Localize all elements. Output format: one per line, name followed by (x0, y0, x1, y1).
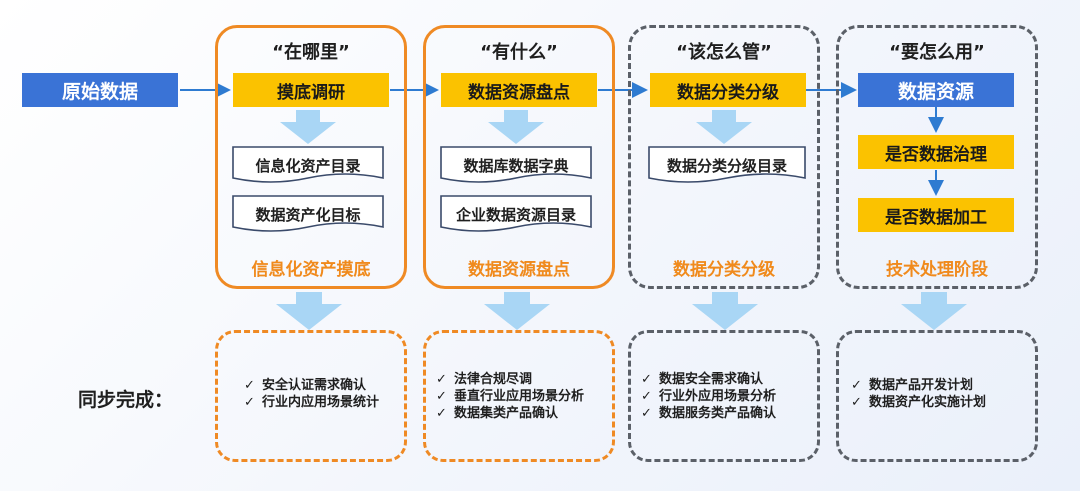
outcome-3-2: ✓行业外应用场景分析 (641, 389, 777, 404)
doc-1-2-label: 数据资产化目标 (255, 205, 361, 224)
check-icon: ✓ (641, 406, 652, 421)
outcome-frame-1: ✓安全认证需求确认 ✓行业内应用场景统计 (215, 330, 407, 462)
stage-title-2: 数据资源盘点 (468, 260, 570, 280)
doc-3-1: 数据分类分级目录 (648, 146, 806, 184)
check-icon: ✓ (851, 395, 862, 410)
source-data-box: 原始数据 (22, 73, 178, 107)
main-box-1: 摸底调研 (233, 73, 389, 107)
source-data-label: 原始数据 (61, 80, 138, 103)
check-icon: ✓ (436, 389, 447, 404)
doc-3-1-label: 数据分类分级目录 (666, 156, 787, 175)
outcome-1-2: ✓行业内应用场景统计 (244, 395, 380, 410)
sync-complete-label: 同步完成： (78, 389, 174, 411)
outcome-list-2: ✓法律合规尽调 ✓垂直行业应用场景分析 ✓数据集类产品确认 (436, 371, 584, 422)
down-arrow-col3-outer (692, 292, 758, 330)
stage-frame-2: “有什么” 数据资源盘点 (423, 25, 615, 289)
main-box-3: 数据分类分级 (650, 73, 806, 107)
check-icon: ✓ (851, 378, 862, 393)
outcome-3-3: ✓数据服务类产品确认 (641, 406, 777, 421)
down-arrow-col4-outer (901, 292, 967, 330)
outcome-frame-2: ✓法律合规尽调 ✓垂直行业应用场景分析 ✓数据集类产品确认 (423, 330, 615, 462)
main-box-1-label: 摸底调研 (277, 82, 345, 103)
doc-2-1-label: 数据库数据字典 (463, 156, 569, 175)
stage-title-1: 信息化资产摸底 (251, 260, 371, 280)
check-icon: ✓ (641, 389, 652, 404)
doc-2-2: 企业数据资源目录 (440, 195, 592, 233)
check-icon: ✓ (436, 372, 447, 387)
check-icon: ✓ (244, 395, 255, 410)
down-arrow-col1-outer (276, 292, 342, 330)
main-box-3-label: 数据分类分级 (677, 82, 779, 103)
outcome-4-2: ✓数据资产化实施计划 (851, 395, 987, 410)
doc-1-2: 数据资产化目标 (232, 195, 384, 233)
step-box-4-2: 是否数据加工 (858, 198, 1014, 232)
outcome-2-1: ✓法律合规尽调 (436, 372, 533, 387)
step-box-4-1: 是否数据治理 (858, 135, 1014, 169)
check-icon: ✓ (244, 378, 255, 393)
main-box-2: 数据资源盘点 (441, 73, 597, 107)
check-icon: ✓ (641, 372, 652, 387)
outcome-list-1: ✓安全认证需求确认 ✓行业内应用场景统计 (244, 377, 379, 411)
outcome-frame-3: ✓数据安全需求确认 ✓行业外应用场景分析 ✓数据服务类产品确认 (628, 330, 820, 462)
stage-question-1: “在哪里” (272, 42, 350, 63)
stage-title-4: 技术处理阶段 (886, 260, 988, 280)
stage-question-2: “有什么” (480, 42, 558, 63)
step-box-4-2-label: 是否数据加工 (885, 207, 987, 228)
stage-frame-1: “在哪里” 信息化资产摸底 (215, 25, 407, 289)
down-arrow-col2-inner (488, 110, 544, 144)
step-box-4-1-label: 是否数据治理 (885, 144, 987, 165)
stage-question-3: “该怎么管” (676, 42, 772, 63)
down-arrow-col1-inner (280, 110, 336, 144)
outcome-3-1: ✓数据安全需求确认 (641, 372, 764, 387)
outcome-frame-4: ✓数据产品开发计划 ✓数据资产化实施计划 (836, 330, 1038, 462)
stage-title-3: 数据分类分级 (673, 260, 775, 280)
doc-1-1-label: 信息化资产目录 (255, 156, 361, 175)
down-arrow-col3-inner (696, 110, 752, 144)
outcome-list-4: ✓数据产品开发计划 ✓数据资产化实施计划 (851, 377, 986, 411)
main-box-4-label: 数据资源 (897, 80, 974, 103)
doc-1-1: 信息化资产目录 (232, 146, 384, 184)
stage-question-4: “要怎么用” (889, 42, 985, 63)
stage-frame-3: “该怎么管” 数据分类分级 (628, 25, 820, 289)
outcome-list-3: ✓数据安全需求确认 ✓行业外应用场景分析 ✓数据服务类产品确认 (641, 371, 776, 422)
down-arrow-col2-outer (484, 292, 550, 330)
doc-2-2-label: 企业数据资源目录 (455, 205, 576, 224)
outcome-2-3: ✓数据集类产品确认 (436, 406, 559, 421)
check-icon: ✓ (436, 406, 447, 421)
main-box-2-label: 数据资源盘点 (468, 82, 570, 103)
stage-frame-4: “要怎么用” 技术处理阶段 (836, 25, 1038, 289)
outcome-4-1: ✓数据产品开发计划 (851, 378, 974, 393)
outcome-1-1: ✓安全认证需求确认 (244, 378, 367, 393)
doc-2-1: 数据库数据字典 (440, 146, 592, 184)
outcome-2-2: ✓垂直行业应用场景分析 (436, 389, 585, 404)
main-box-4: 数据资源 (858, 73, 1014, 107)
